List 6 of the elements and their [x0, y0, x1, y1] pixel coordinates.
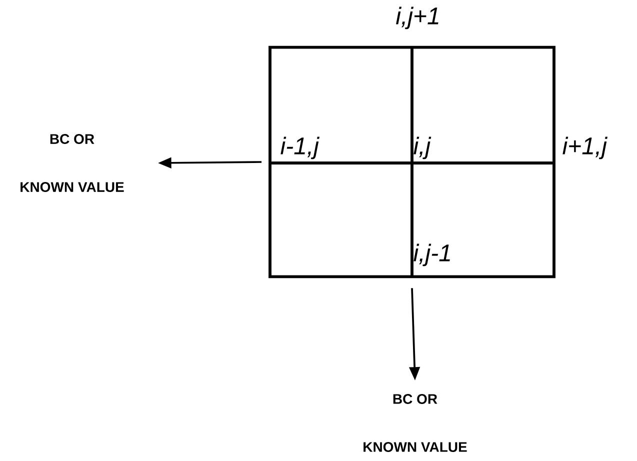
- boundary-label: BC OR KNOWN VALUE: [20, 134, 124, 192]
- grid-label: i,j-1: [414, 244, 450, 266]
- grid-label: i,j: [414, 136, 432, 160]
- grid-cells: [268, 46, 556, 278]
- grid-label: i-1,j: [280, 136, 320, 160]
- boundary-label: BC OR KNOWN VALUE: [364, 394, 467, 452]
